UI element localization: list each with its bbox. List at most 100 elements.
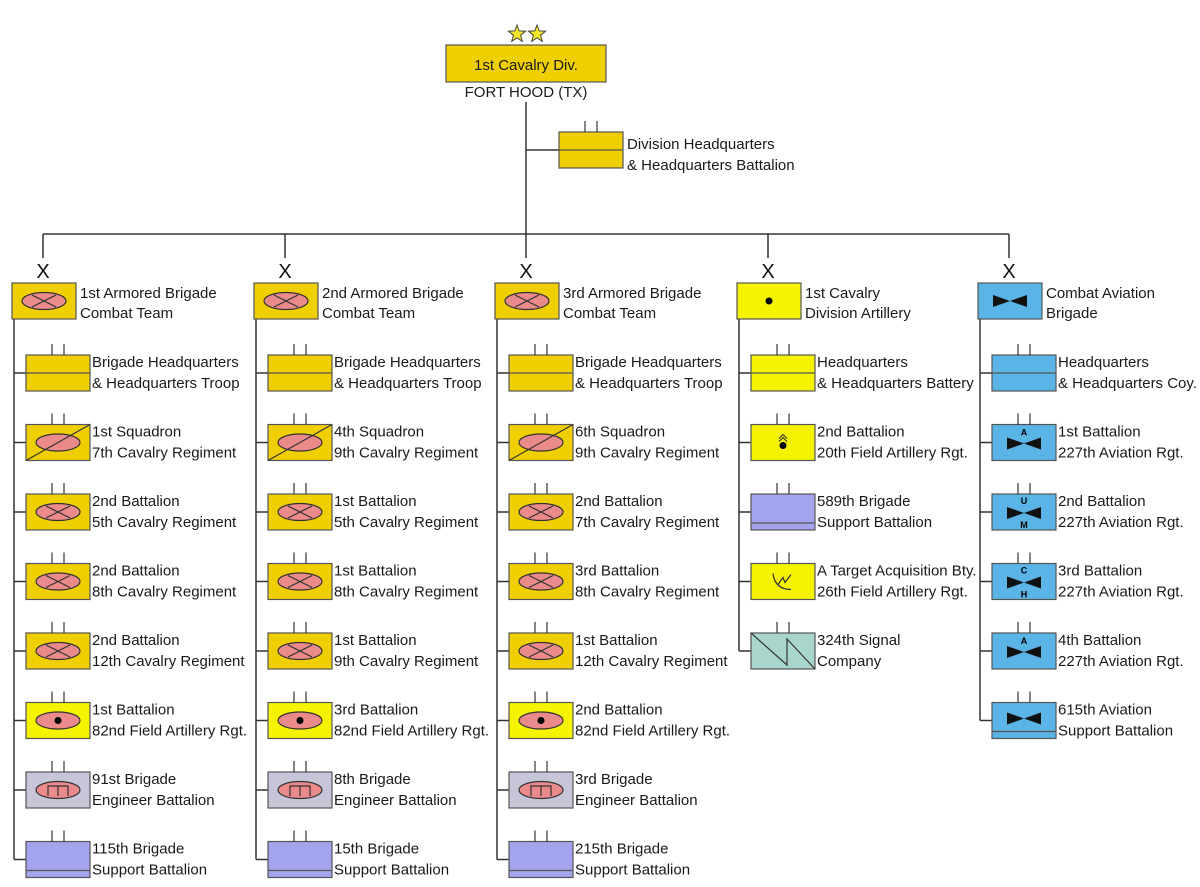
unit-label: 2nd Battalion	[575, 702, 663, 719]
echelon-x: X	[519, 261, 532, 283]
bowtie-right	[1024, 576, 1041, 589]
brigade-title: Combat Aviation	[1046, 285, 1155, 302]
radar-zigzag	[777, 574, 792, 585]
brigade-title: Combat Team	[322, 305, 415, 322]
unit-label: 1st Battalion	[92, 702, 175, 719]
bowtie-left	[1007, 576, 1024, 589]
division-name: 1st Cavalry Div.	[474, 57, 578, 74]
org-nodes: 1st Cavalry Div.FORT HOOD (TX)Division H…	[11, 23, 1197, 879]
bowtie-left	[1007, 507, 1024, 519]
star-icon	[527, 23, 547, 43]
unit-label: Support Battalion	[1058, 723, 1173, 740]
bowtie-left	[1007, 712, 1024, 725]
unit-label: Engineer Battalion	[92, 792, 215, 809]
unit-label: Brigade Headquarters	[92, 354, 239, 371]
unit-node: 2nd Battalion 7th Cavalry Regiment	[508, 483, 720, 531]
infantry-cross	[528, 505, 554, 519]
unit-label: 115th Brigade	[92, 841, 184, 858]
infantry-cross	[287, 644, 313, 658]
unit-label: 4th Battalion	[1058, 632, 1141, 649]
unit-label: Headquarters	[1058, 354, 1149, 371]
unit-frame	[991, 701, 1057, 740]
unit-label: & Headquarters Troop	[334, 375, 482, 392]
unit-node: Headquarters & Headquarters Coy.	[991, 344, 1197, 392]
unit-label: & Headquarters Troop	[575, 375, 723, 392]
artillery-dot	[296, 717, 304, 724]
infantry-cross	[45, 644, 71, 658]
unit-label: 3rd Battalion	[334, 702, 418, 719]
unit-label: & Headquarters Coy.	[1058, 375, 1197, 392]
artillery-dot	[765, 297, 773, 305]
unit-label: 8th Cavalry Regiment	[334, 584, 479, 601]
bowtie-right	[1024, 437, 1041, 450]
brigade-title: 1st Armored Brigade	[80, 285, 217, 302]
infantry-cross	[45, 505, 71, 519]
unit-label: 1st Battalion	[1058, 424, 1141, 441]
rocket-chevron	[778, 433, 788, 442]
unit-label: 2nd Battalion	[1058, 493, 1146, 510]
aviation-letter: M	[1020, 520, 1028, 530]
brigade-title: 1st Cavalry	[805, 285, 881, 302]
unit-label: Brigade Headquarters	[575, 354, 722, 371]
unit-label: Support Battalion	[575, 862, 690, 879]
brigade-title: Brigade	[1046, 305, 1098, 322]
unit-label: 9th Cavalry Regiment	[334, 653, 479, 670]
signal-lightning	[750, 632, 816, 670]
unit-label: 5th Cavalry Regiment	[92, 514, 237, 531]
unit-label: 589th Brigade	[817, 493, 910, 510]
artillery-dot	[54, 717, 62, 724]
unit-label: 82nd Field Artillery Rgt.	[334, 723, 489, 740]
bowtie-right	[1024, 712, 1041, 725]
unit-label: 82nd Field Artillery Rgt.	[92, 723, 247, 740]
unit-label: 12th Cavalry Regiment	[575, 653, 728, 670]
unit-frame	[750, 493, 816, 531]
aviation-letter: A	[1021, 428, 1028, 438]
unit-frame	[750, 632, 816, 670]
unit-label: 7th Cavalry Regiment	[575, 514, 720, 531]
unit-node: Brigade Headquarters& Headquarters Troop	[267, 344, 482, 392]
unit-node: A Target Acquisition Bty.26th Field Arti…	[750, 552, 977, 601]
unit-label: 2nd Battalion	[575, 493, 663, 510]
unit-frame	[991, 493, 1057, 531]
infantry-cross	[273, 294, 299, 308]
unit-frame	[991, 632, 1057, 670]
unit-label: Support Battalion	[92, 862, 207, 879]
unit-label: 9th Cavalry Regiment	[575, 445, 720, 462]
brigade-title: 2nd Armored Brigade	[322, 285, 464, 302]
unit-node: 1st Battalion 82nd Field Artillery Rgt.	[25, 691, 247, 740]
unit-label: 7th Cavalry Regiment	[92, 445, 237, 462]
unit-label: 1st Battalion	[334, 563, 417, 580]
unit-label: 3rd Brigade	[575, 771, 653, 788]
unit-label: 26th Field Artillery Rgt.	[817, 584, 968, 601]
unit-label: 227th Aviation Rgt.	[1058, 653, 1184, 670]
brigade-title: Combat Team	[80, 305, 173, 322]
infantry-cross	[45, 574, 71, 589]
unit-label: 8th Cavalry Regiment	[575, 584, 720, 601]
brigade-title: Division Artillery	[805, 305, 911, 322]
unit-frame	[991, 423, 1057, 462]
infantry-cross	[287, 574, 313, 589]
bowtie-right	[1010, 295, 1027, 307]
infantry-cross	[31, 294, 57, 308]
cavalry-slash	[267, 423, 333, 462]
unit-label: Headquarters	[817, 354, 908, 371]
engineer-mark	[289, 785, 311, 796]
unit-label: 1st Battalion	[334, 493, 417, 510]
